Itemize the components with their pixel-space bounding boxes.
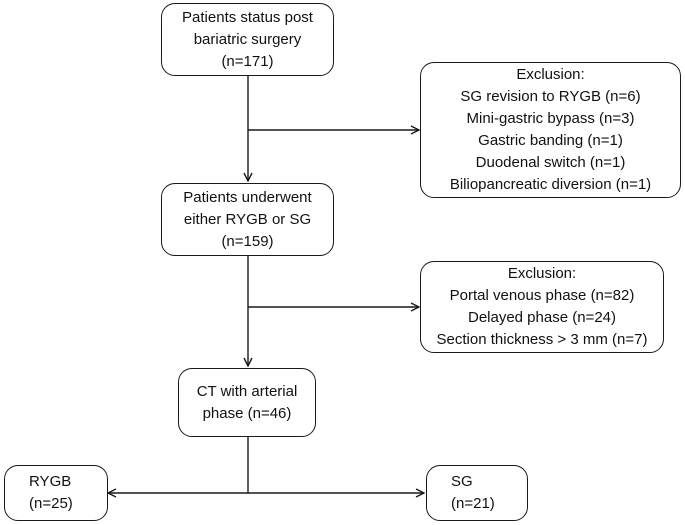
exclusion-1-item: Duodenal switch (n=1) (475, 154, 626, 171)
box-exclusion-1: Exclusion: SG revision to RYGB (n=6) Min… (420, 62, 681, 198)
box-exclusion-2: Exclusion: Portal venous phase (n=82) De… (420, 261, 664, 353)
box-start-line-1: Patients status post (182, 8, 313, 26)
box-underwent-line-3: (n=159) (221, 232, 274, 250)
box-ct-line-2: phase (n=46) (202, 404, 292, 422)
box-sg: SG (n=21) (426, 465, 528, 521)
box-rygb-line-1: RYGB (29, 473, 72, 490)
box-underwent-line-1: Patients underwent (183, 188, 312, 206)
exclusion-1-title: Exclusion: (516, 66, 585, 83)
box-sg-line-1: SG (451, 473, 473, 490)
exclusion-2-item: Delayed phase (n=24) (467, 309, 616, 326)
exclusion-1-item: Biliopancreatic diversion (n=1) (449, 176, 652, 193)
exclusion-2-item: Section thickness > 3 mm (n=7) (436, 331, 648, 348)
box-patients-underwent-rygb-or-sg: Patients underwent either RYGB or SG (n=… (161, 183, 334, 256)
box-ct-line-1: CT with arterial (196, 382, 298, 400)
box-sg-line-2: (n=21) (451, 495, 495, 512)
box-start-line-2: bariatric surgery (193, 30, 302, 48)
box-rygb-line-2: (n=25) (29, 495, 73, 512)
exclusion-2-item: Portal venous phase (n=82) (449, 287, 635, 304)
exclusion-1-item: Gastric banding (n=1) (478, 132, 623, 149)
exclusion-1-item: SG revision to RYGB (n=6) (460, 88, 641, 105)
exclusion-1-item: Mini-gastric bypass (n=3) (466, 110, 635, 127)
exclusion-2-title: Exclusion: (507, 265, 577, 282)
box-start-line-3: (n=171) (221, 52, 274, 70)
box-patients-status-post-surgery: Patients status post bariatric surgery (… (161, 3, 334, 76)
box-ct-with-arterial-phase: CT with arterial phase (n=46) (178, 368, 316, 437)
box-underwent-line-2: either RYGB or SG (183, 210, 312, 228)
box-rygb: RYGB (n=25) (4, 465, 108, 521)
